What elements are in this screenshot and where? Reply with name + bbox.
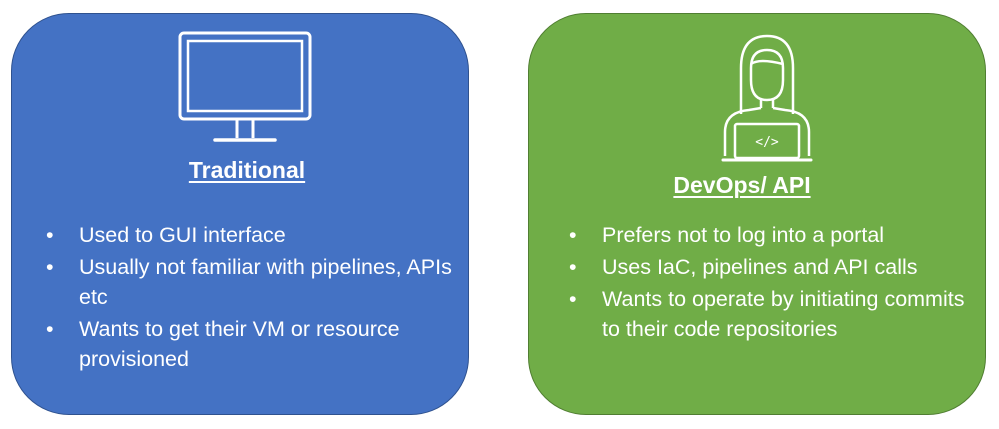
list-item: Wants to get their VM or resource provis… — [46, 314, 456, 374]
developer-laptop-icon: </> — [721, 34, 813, 162]
code-glyph: </> — [755, 135, 779, 150]
list-item: Usually not familiar with pipelines, API… — [46, 252, 456, 312]
traditional-bullet-list: Used to GUI interface Usually not famili… — [46, 220, 456, 376]
devops-card: </> DevOps/ API Prefers not to log into … — [528, 13, 986, 415]
monitor-icon — [178, 31, 312, 142]
devops-bullet-list: Prefers not to log into a portal Uses Ia… — [569, 220, 979, 346]
list-item: Uses IaC, pipelines and API calls — [569, 252, 979, 282]
list-item: Used to GUI interface — [46, 220, 456, 250]
traditional-title: Traditional — [188, 157, 306, 183]
traditional-card: Traditional Used to GUI interface Usuall… — [11, 13, 469, 415]
list-item: Prefers not to log into a portal — [569, 220, 979, 250]
list-item: Wants to operate by initiating commits t… — [569, 284, 979, 344]
devops-title: DevOps/ API — [673, 172, 811, 198]
